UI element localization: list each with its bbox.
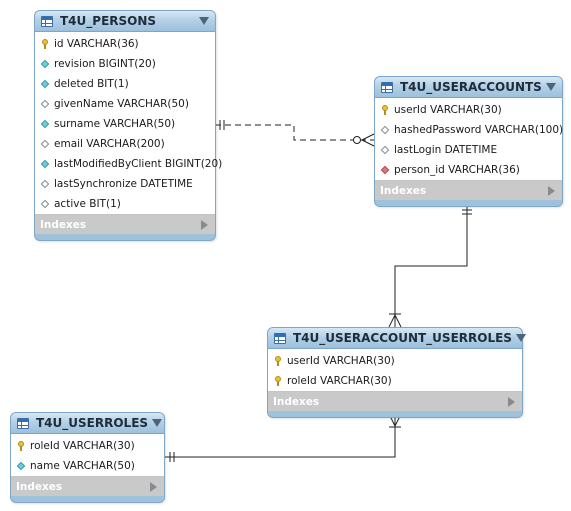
column-list: roleId VARCHAR(30) name VARCHAR(50) [11, 433, 164, 477]
column-row[interactable]: active BIT(1) [35, 194, 215, 214]
column-text: userId VARCHAR(30) [394, 104, 502, 116]
column-text: revision BIGINT(20) [54, 58, 156, 70]
column-row[interactable]: deleted BIT(1) [35, 74, 215, 94]
key-icon [380, 105, 390, 115]
table-header[interactable]: T4U_USERACCOUNTS [375, 77, 562, 97]
table-icon [274, 332, 286, 344]
column-text: lastSynchronize DATETIME [54, 178, 193, 190]
column-row[interactable]: hashedPassword VARCHAR(100) [375, 120, 564, 140]
indexes-label: Indexes [273, 395, 320, 408]
key-icon [273, 376, 283, 386]
table-title: T4U_PERSONS [60, 14, 157, 28]
column-text: id VARCHAR(36) [54, 38, 139, 50]
indexes-section[interactable]: Indexes [375, 181, 562, 200]
column-row[interactable]: email VARCHAR(200) [35, 134, 215, 154]
key-icon [40, 39, 50, 49]
table-title: T4U_USERACCOUNTS [400, 80, 542, 94]
column-row[interactable]: givenName VARCHAR(50) [35, 94, 215, 114]
table-header[interactable]: T4U_USERACCOUNT_USERROLES [268, 328, 526, 348]
indexes-label: Indexes [40, 218, 87, 231]
column-text: lastModifiedByClient BIGINT(20) [54, 158, 223, 170]
cyan-diamond-icon [40, 159, 50, 169]
column-text: roleId VARCHAR(30) [30, 440, 135, 452]
table-header[interactable]: T4U_PERSONS [35, 11, 215, 31]
indexes-section[interactable]: Indexes [268, 392, 522, 411]
column-list: id VARCHAR(36) revision BIGINT(20) deleted… [35, 31, 222, 215]
indexes-section[interactable]: Indexes [11, 477, 164, 496]
collapse-arrow-icon[interactable] [515, 334, 526, 342]
cyan-diamond-icon [40, 79, 50, 89]
red-diamond-icon [380, 165, 390, 175]
table-footer [268, 411, 522, 417]
expand-arrow-icon[interactable] [508, 396, 515, 407]
indexes-section[interactable]: Indexes [35, 215, 215, 234]
column-text: email VARCHAR(200) [54, 138, 165, 150]
table-icon [381, 81, 393, 93]
column-row[interactable]: name VARCHAR(50) [11, 456, 164, 476]
column-text: lastLogin DATETIME [394, 144, 498, 156]
white-diamond-icon [40, 199, 50, 209]
table-icon [41, 15, 53, 27]
table-t4u-userroles[interactable]: T4U_USERROLES roleId VARCHAR(30) name VAR… [10, 412, 165, 503]
column-row[interactable]: surname VARCHAR(50) [35, 114, 215, 134]
column-row[interactable]: lastSynchronize DATETIME [35, 174, 215, 194]
column-text: person_id VARCHAR(36) [394, 164, 520, 176]
column-text: name VARCHAR(50) [30, 460, 135, 472]
white-diamond-icon [40, 99, 50, 109]
column-row[interactable]: roleId VARCHAR(30) [11, 436, 164, 456]
column-row[interactable]: lastLogin DATETIME [375, 140, 562, 160]
column-text: roleId VARCHAR(30) [287, 375, 392, 387]
expand-arrow-icon[interactable] [150, 481, 157, 492]
cyan-diamond-icon [40, 59, 50, 69]
column-row[interactable]: revision BIGINT(20) [35, 54, 215, 74]
column-row[interactable]: lastModifiedByClient BIGINT(20) [35, 154, 222, 174]
column-text: givenName VARCHAR(50) [54, 98, 189, 110]
key-icon [16, 441, 26, 451]
column-text: active BIT(1) [54, 198, 121, 210]
column-text: surname VARCHAR(50) [54, 118, 176, 130]
white-diamond-icon [40, 179, 50, 189]
collapse-arrow-icon[interactable] [199, 17, 209, 25]
column-row[interactable]: userId VARCHAR(30) [268, 351, 522, 371]
table-t4u-persons[interactable]: T4U_PERSONS id VARCHAR(36) revision BIGIN… [34, 10, 222, 241]
column-list: userId VARCHAR(30) hashedPassword VARCHAR… [375, 97, 564, 181]
table-t4u-useraccount-userroles[interactable]: T4U_USERACCOUNT_USERROLES userId VARCHAR… [267, 327, 526, 418]
relationship-useraccounts-userroles-link [388, 205, 472, 328]
indexes-label: Indexes [380, 184, 427, 197]
column-row[interactable]: userId VARCHAR(30) [375, 100, 562, 120]
key-icon [273, 356, 283, 366]
table-icon [17, 417, 29, 429]
relationship-userroles-useraccount-userroles [164, 413, 402, 462]
collapse-arrow-icon[interactable] [152, 419, 163, 427]
white-diamond-icon [380, 145, 390, 155]
expand-arrow-icon[interactable] [201, 219, 208, 230]
column-row[interactable]: roleId VARCHAR(30) [268, 371, 522, 391]
white-diamond-icon [380, 125, 390, 135]
column-row[interactable]: person_id VARCHAR(36) [375, 160, 562, 180]
relationship-persons-useraccounts [215, 120, 375, 147]
table-footer [375, 200, 562, 206]
column-row[interactable]: id VARCHAR(36) [35, 34, 215, 54]
table-footer [11, 496, 164, 502]
column-list: userId VARCHAR(30) roleId VARCHAR(30) [268, 348, 522, 392]
table-footer [35, 234, 215, 240]
column-text: hashedPassword VARCHAR(100) [394, 124, 564, 136]
white-diamond-icon [40, 139, 50, 149]
cyan-diamond-icon [16, 461, 26, 471]
collapse-arrow-icon[interactable] [546, 83, 556, 91]
indexes-label: Indexes [16, 480, 63, 493]
table-title: T4U_USERROLES [36, 416, 149, 430]
table-title: T4U_USERACCOUNT_USERROLES [293, 331, 512, 345]
column-text: deleted BIT(1) [54, 78, 129, 90]
table-t4u-useraccounts[interactable]: T4U_USERACCOUNTS userId VARCHAR(30) hashe… [374, 76, 563, 207]
expand-arrow-icon[interactable] [548, 185, 555, 196]
table-header[interactable]: T4U_USERROLES [11, 413, 164, 433]
column-text: userId VARCHAR(30) [287, 355, 395, 367]
cyan-diamond-icon [40, 119, 50, 129]
